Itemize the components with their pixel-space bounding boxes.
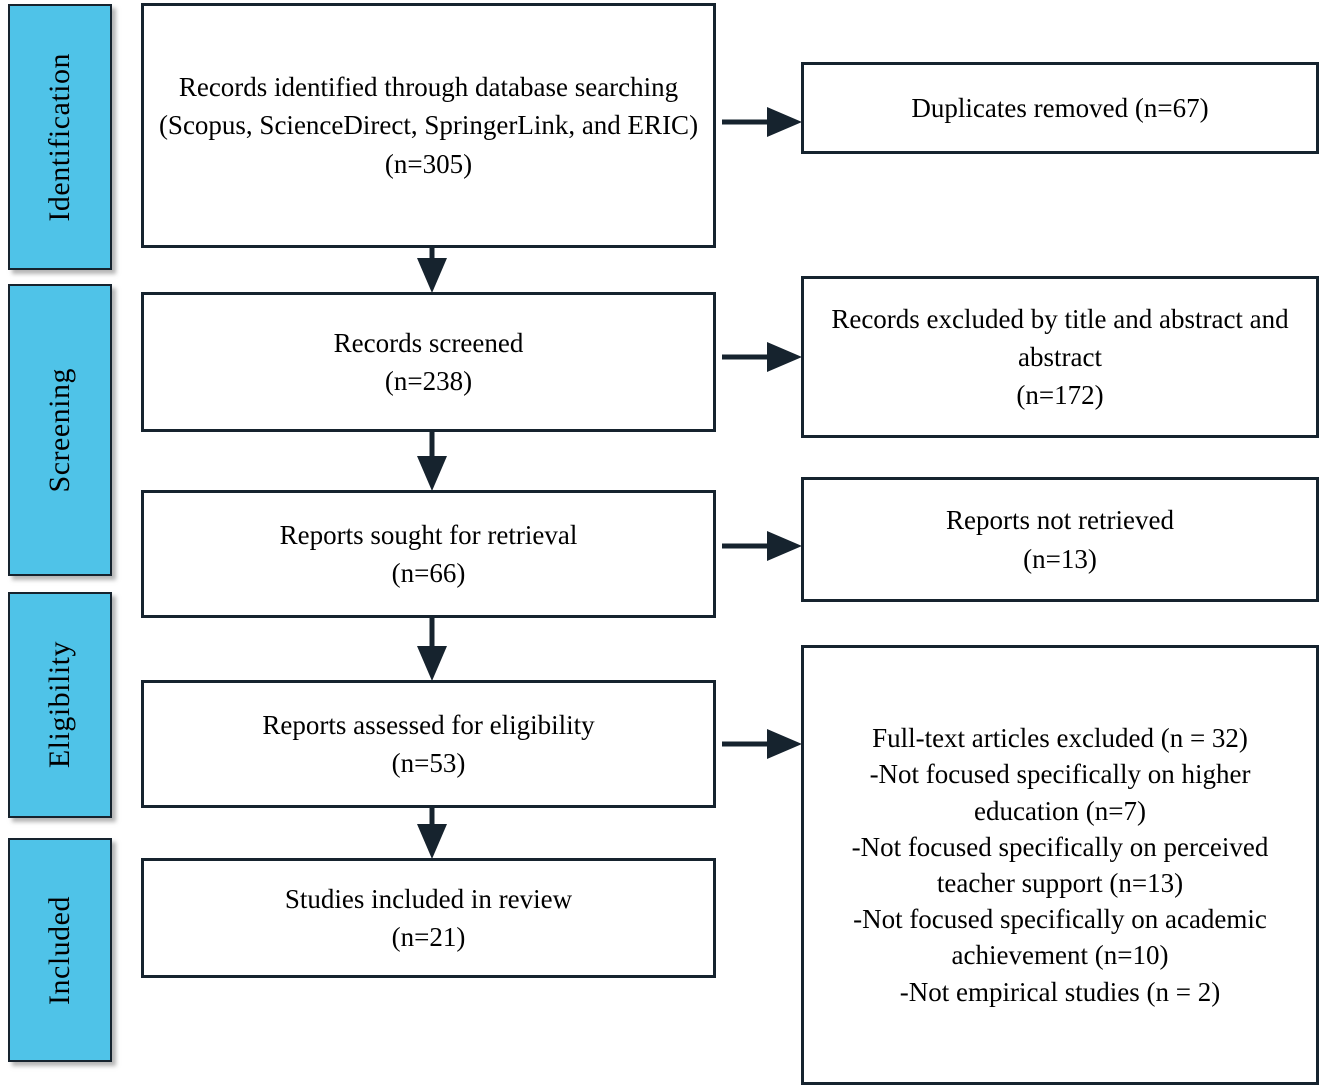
- main-box-studies-included: Studies included in review (n=21): [141, 858, 716, 978]
- main-box-records-screened-text: Records screened (n=238): [333, 327, 524, 396]
- side-box-duplicates-removed: Duplicates removed (n=67): [801, 62, 1319, 154]
- main-box-reports-assessed: Reports assessed for eligibility (n=53): [141, 680, 716, 808]
- main-box-records-screened: Records screened (n=238): [141, 292, 716, 432]
- side-box-duplicates-removed-text: Duplicates removed (n=67): [911, 92, 1209, 123]
- stage-label-included-text: Included: [43, 895, 76, 1005]
- side-box-reports-not-retrieved-text: Reports not retrieved (n=13): [946, 505, 1174, 574]
- stage-label-screening-text: Screening: [43, 367, 76, 493]
- side-box-fulltext-excluded: Full-text articles excluded (n = 32) -No…: [801, 645, 1319, 1085]
- side-box-reports-not-retrieved: Reports not retrieved (n=13): [801, 477, 1319, 602]
- side-box-records-excluded-text: Records excluded by title and abstract a…: [831, 303, 1289, 411]
- main-box-reports-sought: Reports sought for retrieval (n=66): [141, 490, 716, 618]
- side-box-records-excluded: Records excluded by title and abstract a…: [801, 276, 1319, 438]
- main-box-reports-sought-text: Reports sought for retrieval (n=66): [279, 519, 578, 588]
- stage-label-screening: Screening: [8, 284, 112, 576]
- main-box-records-identified-text: Records identified through database sear…: [158, 72, 699, 179]
- main-box-records-identified: Records identified through database sear…: [141, 3, 716, 248]
- main-box-reports-assessed-text: Reports assessed for eligibility (n=53): [262, 709, 595, 778]
- main-box-studies-included-text: Studies included in review (n=21): [284, 883, 573, 952]
- stage-label-identification-text: Identification: [43, 52, 76, 222]
- stage-label-eligibility-text: Eligibility: [43, 641, 76, 769]
- stage-label-eligibility: Eligibility: [8, 592, 112, 818]
- stage-label-identification: Identification: [8, 4, 112, 270]
- side-box-fulltext-excluded-text: Full-text articles excluded (n = 32) -No…: [851, 723, 1269, 1007]
- stage-label-included: Included: [8, 838, 112, 1062]
